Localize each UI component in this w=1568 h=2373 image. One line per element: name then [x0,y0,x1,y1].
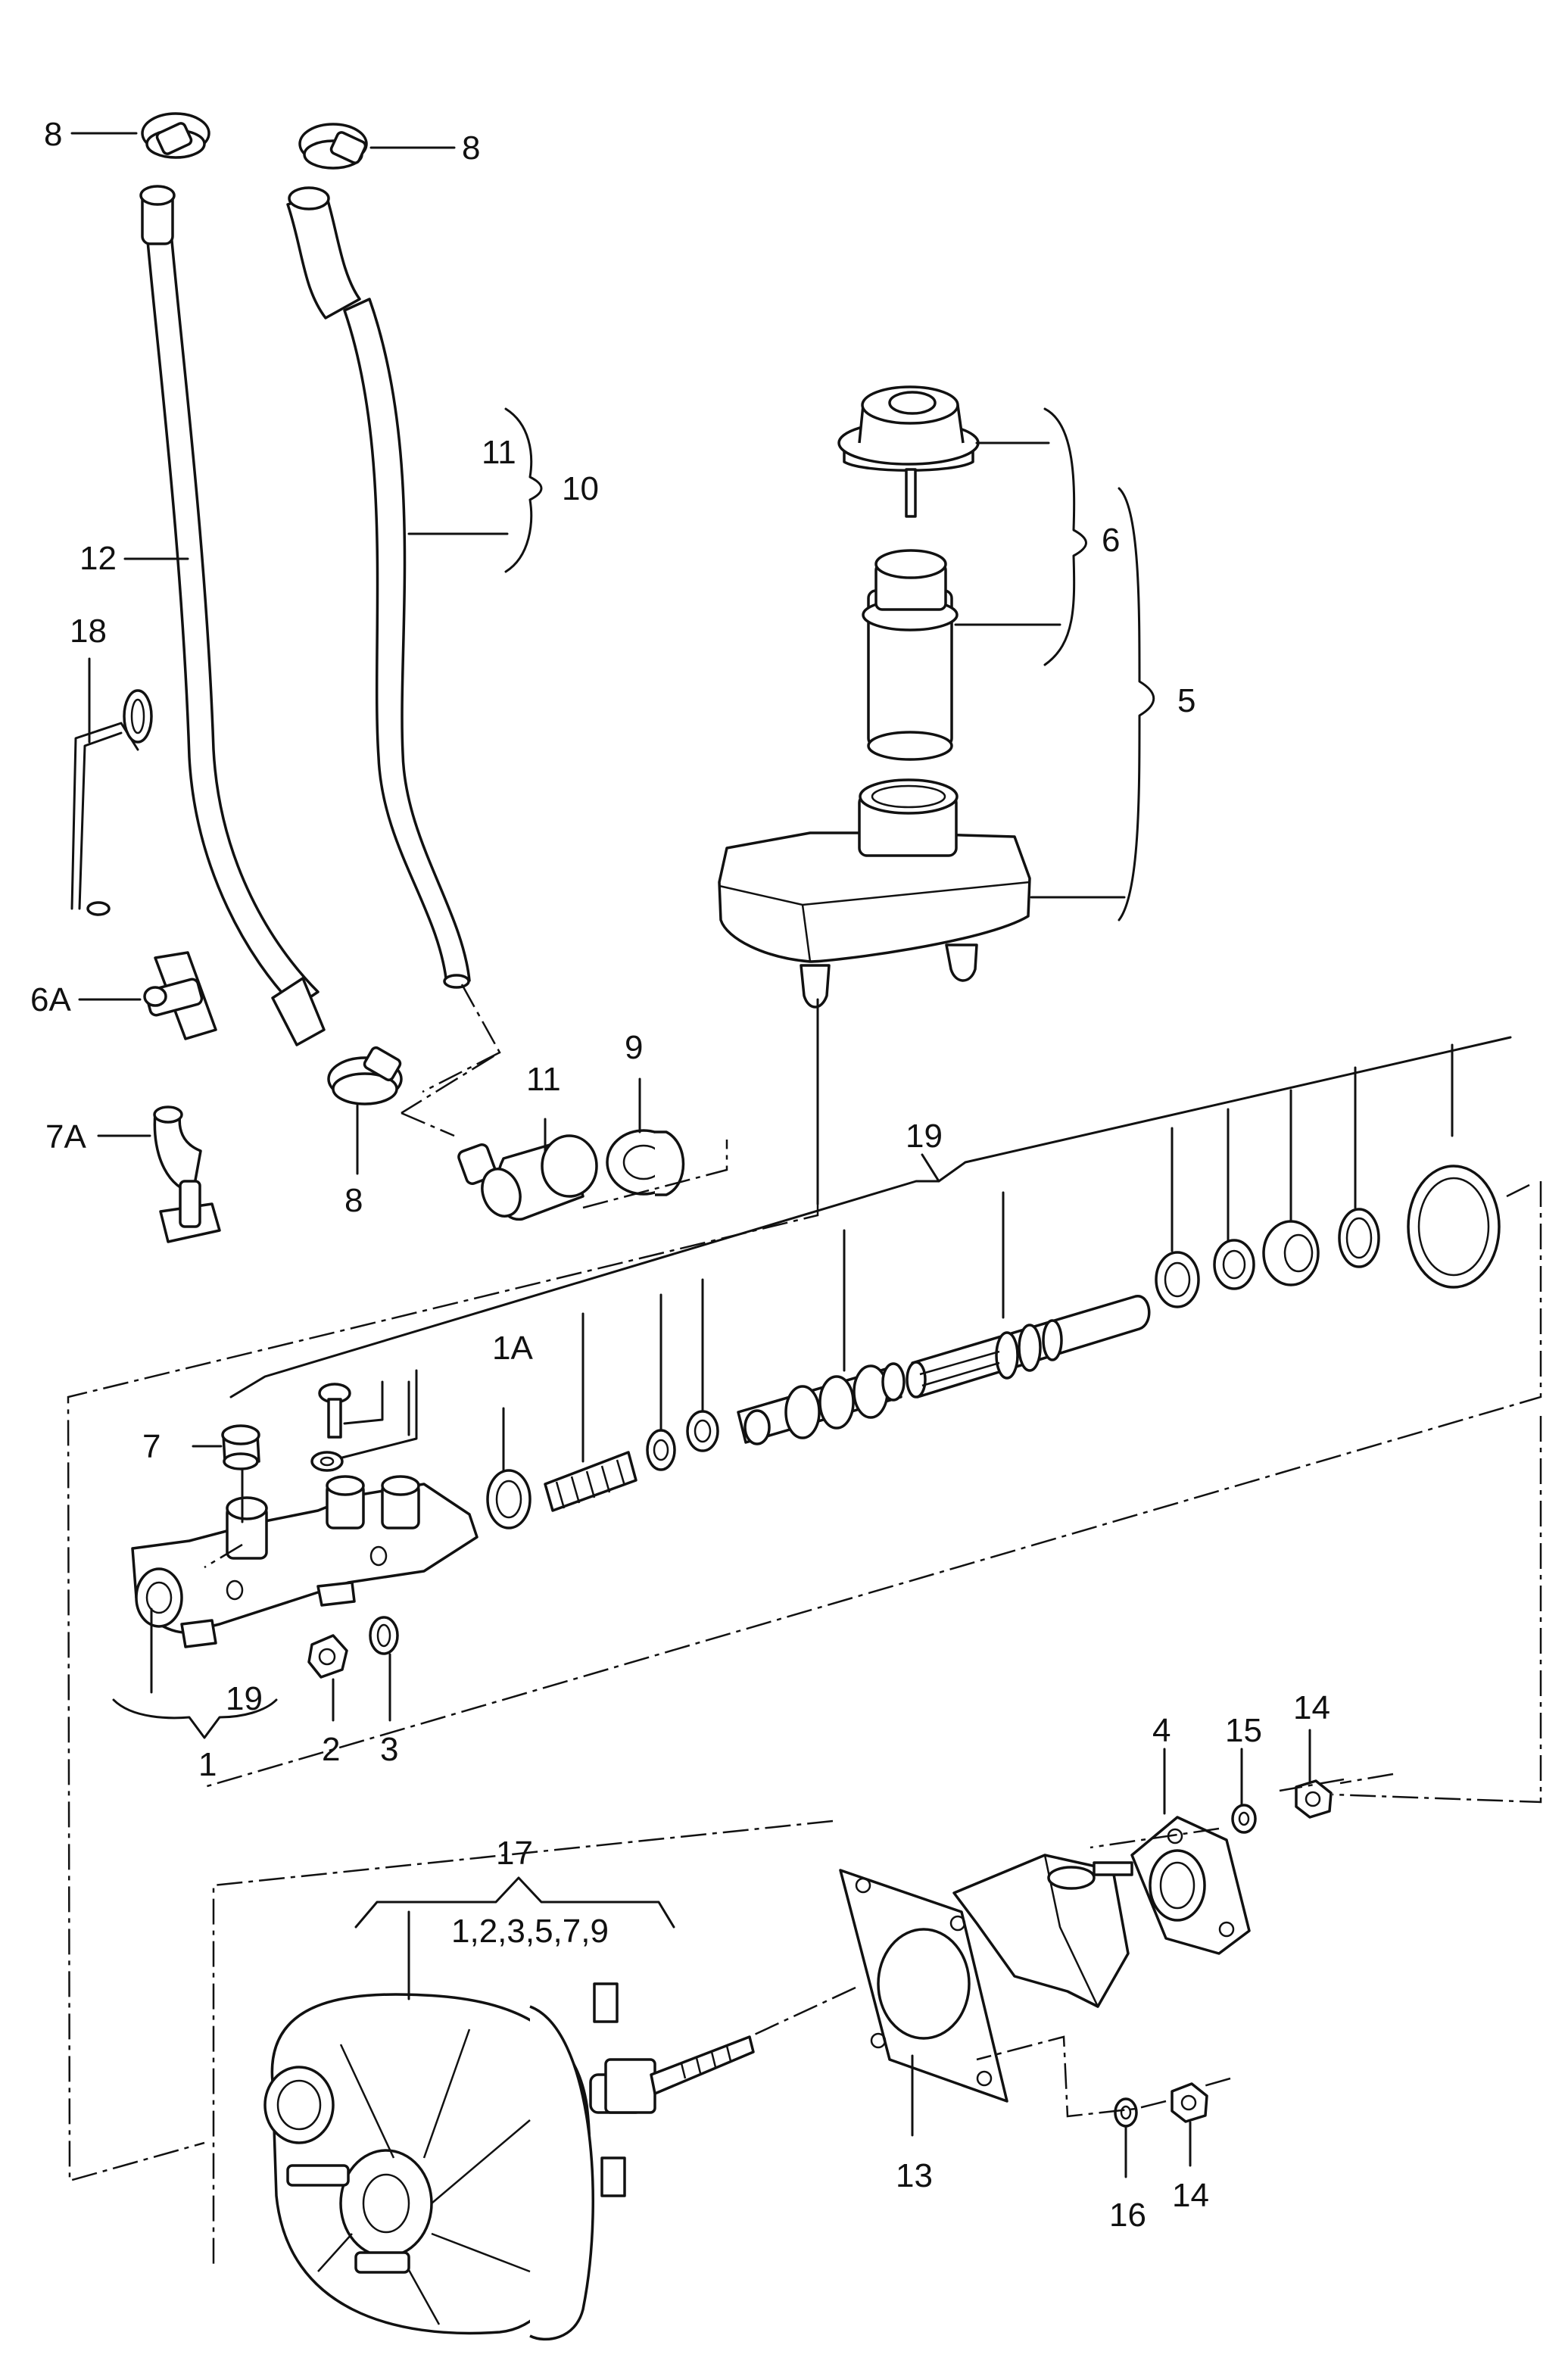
brake-fluid-reservoir [718,778,1031,1009]
hose-clamp-lower [327,1046,403,1105]
t-piece-6a [143,951,217,1040]
gasket-13 [839,1869,1008,2103]
o-ring-3 [369,1616,399,1655]
label-19-lower: 19 [226,1680,263,1717]
label-8-lower: 8 [344,1182,363,1219]
label-1a: 1A [492,1330,533,1367]
label-5: 5 [1177,682,1195,719]
label-6: 6 [1102,522,1120,559]
mounting-plate-4 [1130,1816,1251,1955]
assembly-axes [67,984,1542,2264]
mounting-bolt [318,1383,351,1439]
stop-nut [646,1429,676,1471]
washer-15 [1231,1804,1257,1834]
label-2: 2 [322,1731,340,1768]
label-14-upper: 14 [1293,1689,1330,1726]
clip-7a [153,1105,221,1243]
hose-clamp-top-left [141,112,210,159]
master-cylinder-body [131,1475,479,1648]
sealing-washer [310,1451,344,1472]
label-18: 18 [70,613,107,650]
label-14-lower: 14 [1172,2177,1209,2214]
reservoir-cap [837,385,980,518]
plug-7 [221,1424,260,1470]
return-spring [544,1451,637,1512]
label-9: 9 [625,1029,643,1066]
bushing [1262,1220,1320,1286]
label-4: 4 [1152,1712,1171,1749]
label-1: 1 [198,1746,217,1783]
hose-12 [139,185,326,1046]
cup-seal [1213,1239,1255,1290]
seal-small [686,1410,719,1452]
nut-14-lower [1171,2082,1208,2123]
reservoir-strainer [862,549,959,761]
label-17-contents: 1,2,3,5,7,9 [451,1913,609,1950]
label-8-top-right: 8 [462,129,480,167]
label-13: 13 [896,2157,933,2194]
seal-ring-large [1407,1165,1501,1289]
label-16: 16 [1109,2197,1146,2234]
adapter-housing [952,1854,1133,2008]
circlip [1338,1208,1380,1268]
union-nut-2 [307,1634,348,1679]
connector-11 [457,1134,598,1221]
label-8-top-left: 8 [44,116,62,153]
primary-piston [906,1295,1151,1399]
hose-10-11 [286,186,471,989]
label-15: 15 [1225,1712,1262,1749]
label-6a: 6A [30,981,71,1018]
label-3: 3 [380,1731,398,1768]
label-7a: 7A [45,1118,86,1155]
seal-ring-1a [486,1469,531,1530]
leader-lines [70,132,1512,2178]
washer-ring [1155,1251,1200,1308]
nut-14-upper [1295,1779,1333,1819]
wire-clip-18 [70,689,153,916]
hose-clamp-top-right [298,123,368,170]
label-11-upper: 11 [482,434,516,471]
label-7: 7 [142,1428,161,1465]
label-19-upper: 19 [906,1118,943,1155]
secondary-piston [737,1362,906,1445]
label-12: 12 [79,540,117,577]
label-10: 10 [562,470,599,507]
label-11-lower: 11 [526,1061,561,1098]
grommet-9 [606,1129,685,1196]
brake-booster [263,1982,755,2341]
label-17: 17 [496,1835,533,1872]
washer-16 [1114,2097,1138,2128]
